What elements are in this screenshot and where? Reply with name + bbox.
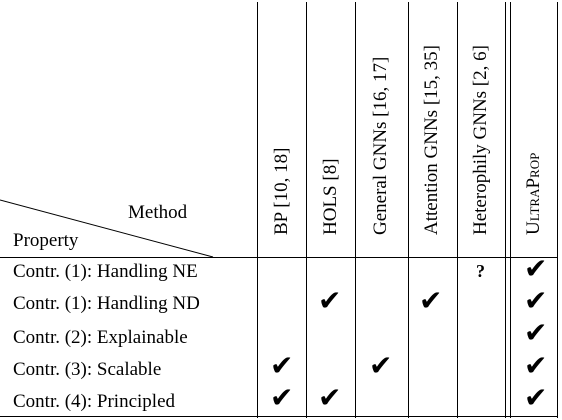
- check-mark-icon: ✔: [524, 284, 548, 317]
- check-mark-icon: ✔: [270, 349, 294, 382]
- property-label: Property: [13, 230, 79, 251]
- check-mark-icon: ✔: [419, 284, 443, 317]
- check-mark-icon: ✔: [524, 381, 548, 414]
- check-mark-icon: ✔: [524, 316, 548, 349]
- header-rule: [0, 257, 558, 258]
- column-divider: [557, 2, 558, 418]
- row-label-handling-nd: Contr. (1): Handling ND: [13, 293, 200, 314]
- bottom-rule: [0, 416, 558, 417]
- method-label: Method: [128, 202, 188, 223]
- column-header-bp: BP [10, 18]: [271, 147, 292, 235]
- check-mark-icon: ✔: [270, 381, 294, 414]
- row-label-explainable: Contr. (2): Explainable: [13, 327, 188, 348]
- check-mark-icon: ✔: [318, 284, 342, 317]
- column-divider: [257, 2, 258, 418]
- column-divider: [306, 2, 307, 418]
- column-divider: [457, 2, 458, 418]
- row-label-handling-ne: Contr. (1): Handling NE: [13, 261, 198, 282]
- check-mark-icon: ✔: [524, 252, 548, 285]
- row-label-scalable: Contr. (3): Scalable: [13, 359, 162, 380]
- column-header-general-gnns: General GNNs [16, 17]: [370, 56, 391, 235]
- check-mark-icon: ✔: [369, 349, 393, 382]
- double-divider-left: [505, 2, 506, 418]
- column-divider: [355, 2, 356, 418]
- check-mark-icon: ✔: [524, 349, 548, 382]
- check-mark-icon: ✔: [318, 381, 342, 414]
- unknown-mark: ?: [476, 261, 485, 281]
- double-divider-right: [510, 2, 511, 418]
- column-header-hols: HOLS [8]: [320, 158, 341, 235]
- row-label-principled: Contr. (4): Principled: [13, 391, 176, 412]
- column-header-attention-gnns: Attention GNNs [15, 35]: [421, 45, 442, 235]
- column-divider: [408, 2, 409, 418]
- column-header-ultraprop: UltraProp: [523, 152, 544, 235]
- column-header-heterophily-gnns: Heterophily GNNs [2, 6]: [470, 45, 491, 235]
